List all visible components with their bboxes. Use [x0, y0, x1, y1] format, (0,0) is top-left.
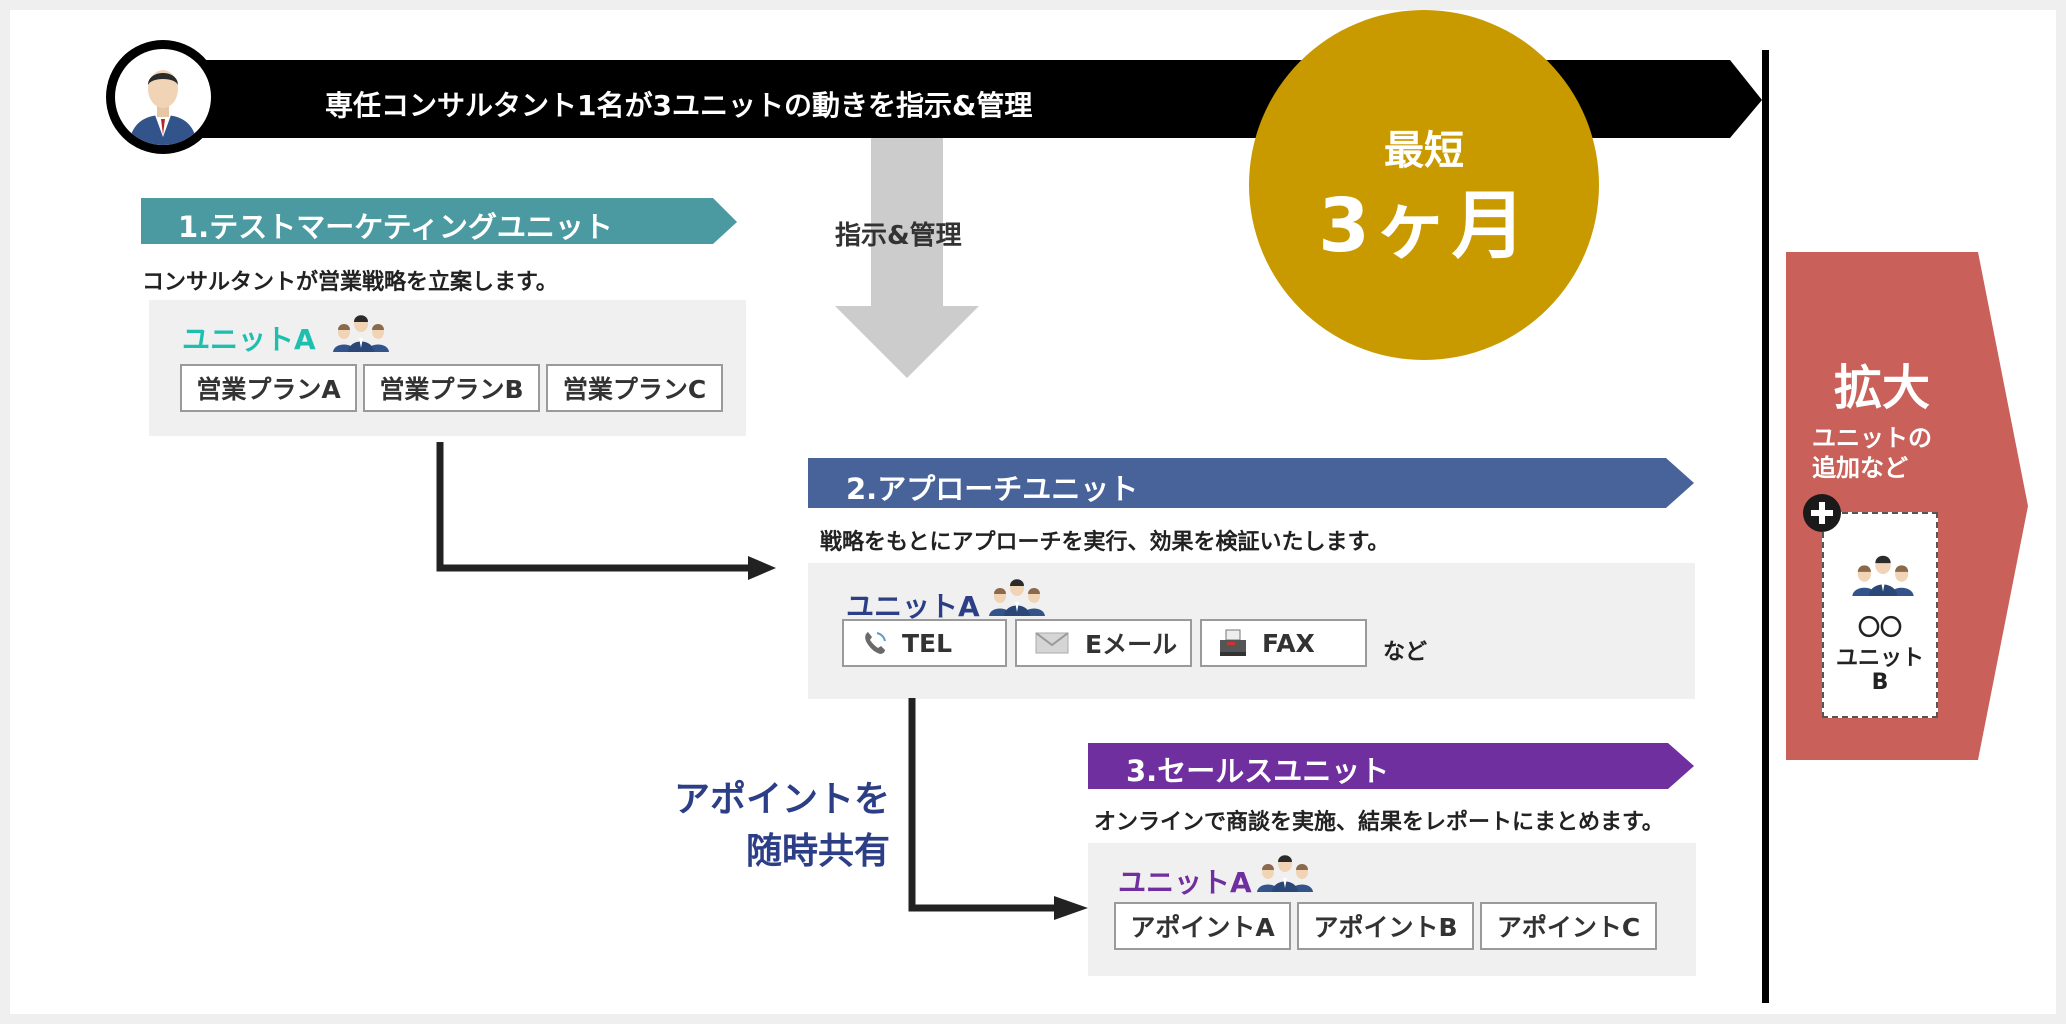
share-note-line1: アポイントを — [673, 779, 890, 820]
channel-label: TEL — [902, 628, 953, 658]
channel-box-tel: TEL — [842, 619, 1007, 667]
expand-subtitle-line1: ユニットの — [1812, 424, 1932, 452]
phone-icon — [865, 632, 886, 654]
channel-label: FAX — [1262, 628, 1315, 658]
duration-badge: 最短 3ヶ月 — [1249, 10, 1599, 360]
new-unit-card: 〇〇 ユニット B — [1822, 512, 1938, 718]
plan-box: 営業プランB — [363, 364, 540, 412]
channel-label: Eメール — [1085, 630, 1178, 659]
team-icon — [330, 310, 392, 352]
person-icon — [129, 70, 197, 145]
plus-icon — [1803, 494, 1841, 532]
badge-line2: 3ヶ月 — [1318, 183, 1530, 269]
plan-box: 営業プランA — [180, 364, 357, 412]
appointment-box: アポイントA — [1114, 902, 1291, 950]
new-unit-line2: ユニット — [1835, 646, 1924, 671]
unit2-title: 2.アプローチユニット — [846, 472, 1139, 506]
unit2-channel-list: TEL Eメール FAX — [842, 619, 1367, 667]
unit1-description: コンサルタントが営業戦略を立案します。 — [142, 270, 558, 295]
connector-unit1-to-unit2 — [436, 442, 776, 580]
unit2-description: 戦略をもとにアプローチを実行、効果を検証いたします。 — [820, 530, 1390, 555]
unit2-unit-label: ユニットA — [846, 590, 980, 623]
command-arrow — [835, 138, 979, 378]
badge-line1: 最短 — [1384, 128, 1464, 174]
channel-box-email: Eメール — [1015, 619, 1192, 667]
fax-icon — [1220, 629, 1246, 656]
envelope-icon — [1035, 632, 1069, 654]
consultant-avatar — [106, 40, 220, 154]
unit3-description: オンラインで商談を実施、結果をレポートにまとめます。 — [1094, 810, 1664, 835]
expand-title: 拡大 — [1833, 360, 1930, 416]
team-icon — [1254, 850, 1316, 892]
avatar-inner — [115, 49, 211, 145]
unit2-header-arrow — [808, 458, 1694, 508]
team-icon — [986, 574, 1048, 616]
new-unit-line1: 〇〇 — [1857, 616, 1902, 641]
channel-box-fax: FAX — [1200, 619, 1367, 667]
unit3-appointment-list: アポイントA アポイントB アポイントC — [1114, 902, 1657, 950]
unit1-title: 1.テストマーケティングユニット — [178, 210, 613, 244]
unit3-unit-label: ユニットA — [1118, 866, 1252, 899]
plan-box: 営業プランC — [546, 364, 723, 412]
diagram-background — [10, 10, 2056, 1014]
unit3-title: 3.セールスユニット — [1126, 754, 1390, 788]
appointment-box: アポイントC — [1480, 902, 1657, 950]
team-icon — [1848, 550, 1918, 596]
expand-subtitle-line2: 追加など — [1812, 454, 1908, 482]
new-unit-line3: B — [1871, 670, 1889, 695]
command-label: 指示&管理 — [835, 221, 962, 251]
vertical-divider — [1762, 50, 1769, 1003]
connector-unit2-to-unit3 — [908, 698, 1088, 920]
unit1-plan-list: 営業プランA 営業プランB 営業プランC — [180, 364, 723, 412]
unit1-unit-label: ユニットA — [182, 323, 316, 356]
appointment-box: アポイントB — [1297, 902, 1474, 950]
unit1-header-arrow — [141, 198, 737, 244]
unit3-header-arrow — [1088, 743, 1694, 789]
share-note-line2: 随時共有 — [745, 831, 890, 872]
header-title: 専任コンサルタント1名が3ユニットの動きを指示&管理 — [325, 89, 1033, 122]
unit2-suffix: など — [1383, 640, 1428, 665]
